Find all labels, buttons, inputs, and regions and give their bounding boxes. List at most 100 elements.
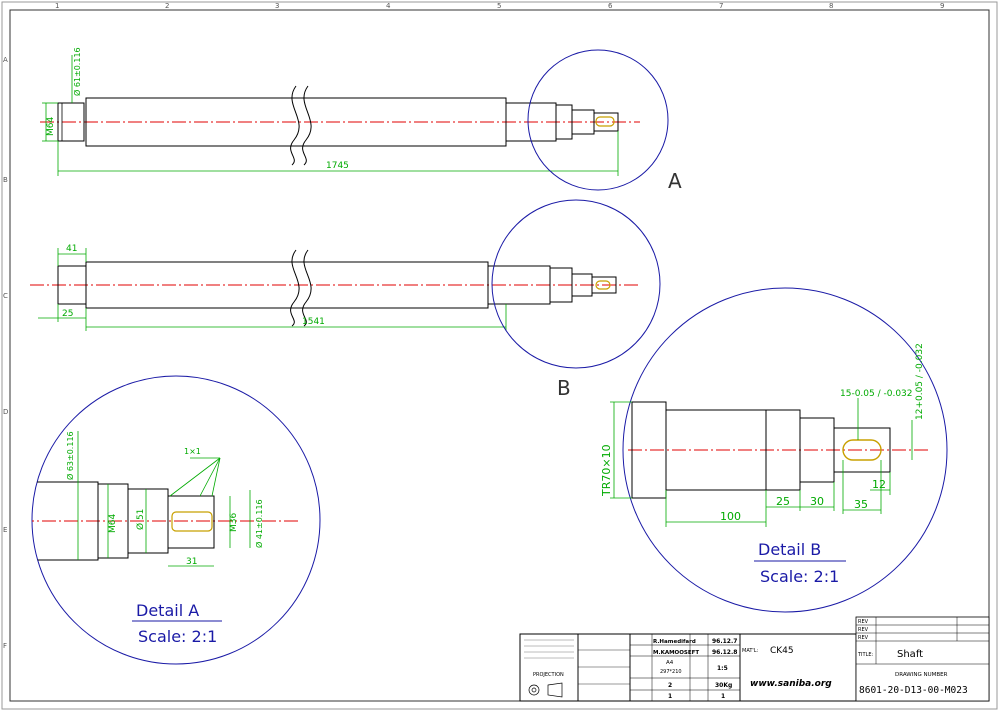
dimension-length [57,131,619,176]
projection-symbol [528,684,540,696]
row-labels: A B C D E F [3,56,8,650]
leader [169,457,221,497]
leader [199,457,221,497]
step-4 [593,112,619,132]
thread-label: M64 [108,514,118,533]
dia2-label: Ø 51 [135,509,146,530]
keyway [595,116,615,127]
detail-b-dims [610,398,913,527]
inner-frame [9,9,990,702]
rev-label: REV [858,635,869,641]
tol1-label: 15-0.05 / -0.032 [840,389,913,399]
len12-label: 12 [872,478,886,491]
col-label: 2 [165,2,169,10]
tol2-label: 12+0.05 / -0.032 [915,343,925,420]
title-box [855,616,990,702]
step-4 [591,276,617,294]
col-label: 8 [829,2,833,10]
rev-label: REV [858,619,869,625]
dia1-label: Ø 63±0.116 [65,431,75,480]
col-label: 9 [940,2,944,10]
keyway [171,511,213,532]
title-label: TITLE: [857,652,874,658]
dia3-label: Ø 41±0.116 [254,499,264,548]
thread2-label: M36 [229,513,239,532]
chamfer-label: 1×1 [184,447,201,456]
qty: 2 [668,682,672,689]
row-label: E [3,526,7,534]
date-1: 96.12.7 [712,638,737,645]
detail-letter-a: A [668,169,682,193]
col-label: 7 [719,2,723,10]
detail-b-circle [622,287,948,613]
detail-a: Ø 63±0.116 M64 Ø 51 1×1 M36 Ø 41±0.116 3… [31,375,321,665]
title-block: PROJECTION R.Hamedifard M.KAMOOSEFT 96.1… [519,616,990,702]
website: www.saniba.org [750,679,832,689]
column-labels: 1 2 3 4 5 6 7 8 9 [55,2,944,10]
projection-symbol [531,687,537,693]
thread-label: M64 [46,117,56,136]
detail-a-scale: Scale: 2:1 [138,627,217,646]
paper: A4 [666,660,674,666]
detail-a-dims [77,431,251,567]
sheet: 1 [668,693,672,700]
dimension-41 [57,248,87,266]
projection-symbol [547,682,563,698]
dimension-m64 [42,102,58,142]
len-label: 31 [186,557,197,567]
material-label: MAT'L: [742,648,759,654]
keyway [595,280,611,290]
projection-label: PROJECTION [533,672,564,678]
col-label: 6 [608,2,613,10]
detail-circle-a [527,49,669,191]
material: CK45 [770,646,794,656]
row-label: A [3,56,8,64]
start-label: 41 [66,244,77,254]
drawing-number-label: DRAWING NUMBER [895,672,948,678]
detail-b-scale: Scale: 2:1 [760,567,839,586]
step-label: 25 [62,309,73,319]
checked-by: M.KAMOOSEFT [653,650,699,656]
len35-label: 35 [854,498,868,511]
row-label: B [3,176,8,184]
drawing-number: 8601-20-D13-00-M023 [859,685,968,696]
len100-label: 100 [720,510,741,523]
break-line [302,85,312,166]
detail-circle-b [491,199,661,369]
drawing-title: Shaft [897,649,923,660]
shaft-view-1: M64 Ø 61±0.116 1745 A [40,47,682,193]
dimension-length [85,304,507,331]
shaft-view-2: 41 25 1541 B [30,199,661,400]
len25-label: 25 [776,495,790,508]
leader [211,457,221,497]
sheet-2: 1 [721,693,725,700]
paper-size: 297*210 [660,669,682,675]
dia-label: Ø 61±0.116 [72,47,82,96]
row-label: F [3,642,7,650]
break-line [302,249,312,327]
col-label: 1 [55,2,59,10]
row-label: D [3,408,8,416]
break-line [290,85,300,166]
len30-label: 30 [810,495,824,508]
col-label: 4 [386,2,391,10]
detail-letter-b: B [557,376,571,400]
thread-label: TR70×10 [600,444,613,497]
col-label: 5 [497,2,501,10]
col-label: 3 [275,2,279,10]
thread-end [57,102,85,142]
break-line [290,249,300,327]
keyway [842,439,882,461]
length-label: 1541 [302,317,325,327]
detail-b: TR70×10 15-0.05 / -0.032 12+0.05 / -0.03… [600,287,948,613]
detail-b-title: Detail B [758,540,821,559]
row-label: C [3,292,8,300]
weight: 30Kg [715,682,732,689]
drawn-by: R.Hamedifard [653,639,696,645]
dimension-25 [38,304,86,322]
tip [167,495,215,549]
date-2: 96.12.8 [712,649,737,656]
scale: 1:5 [717,665,728,672]
